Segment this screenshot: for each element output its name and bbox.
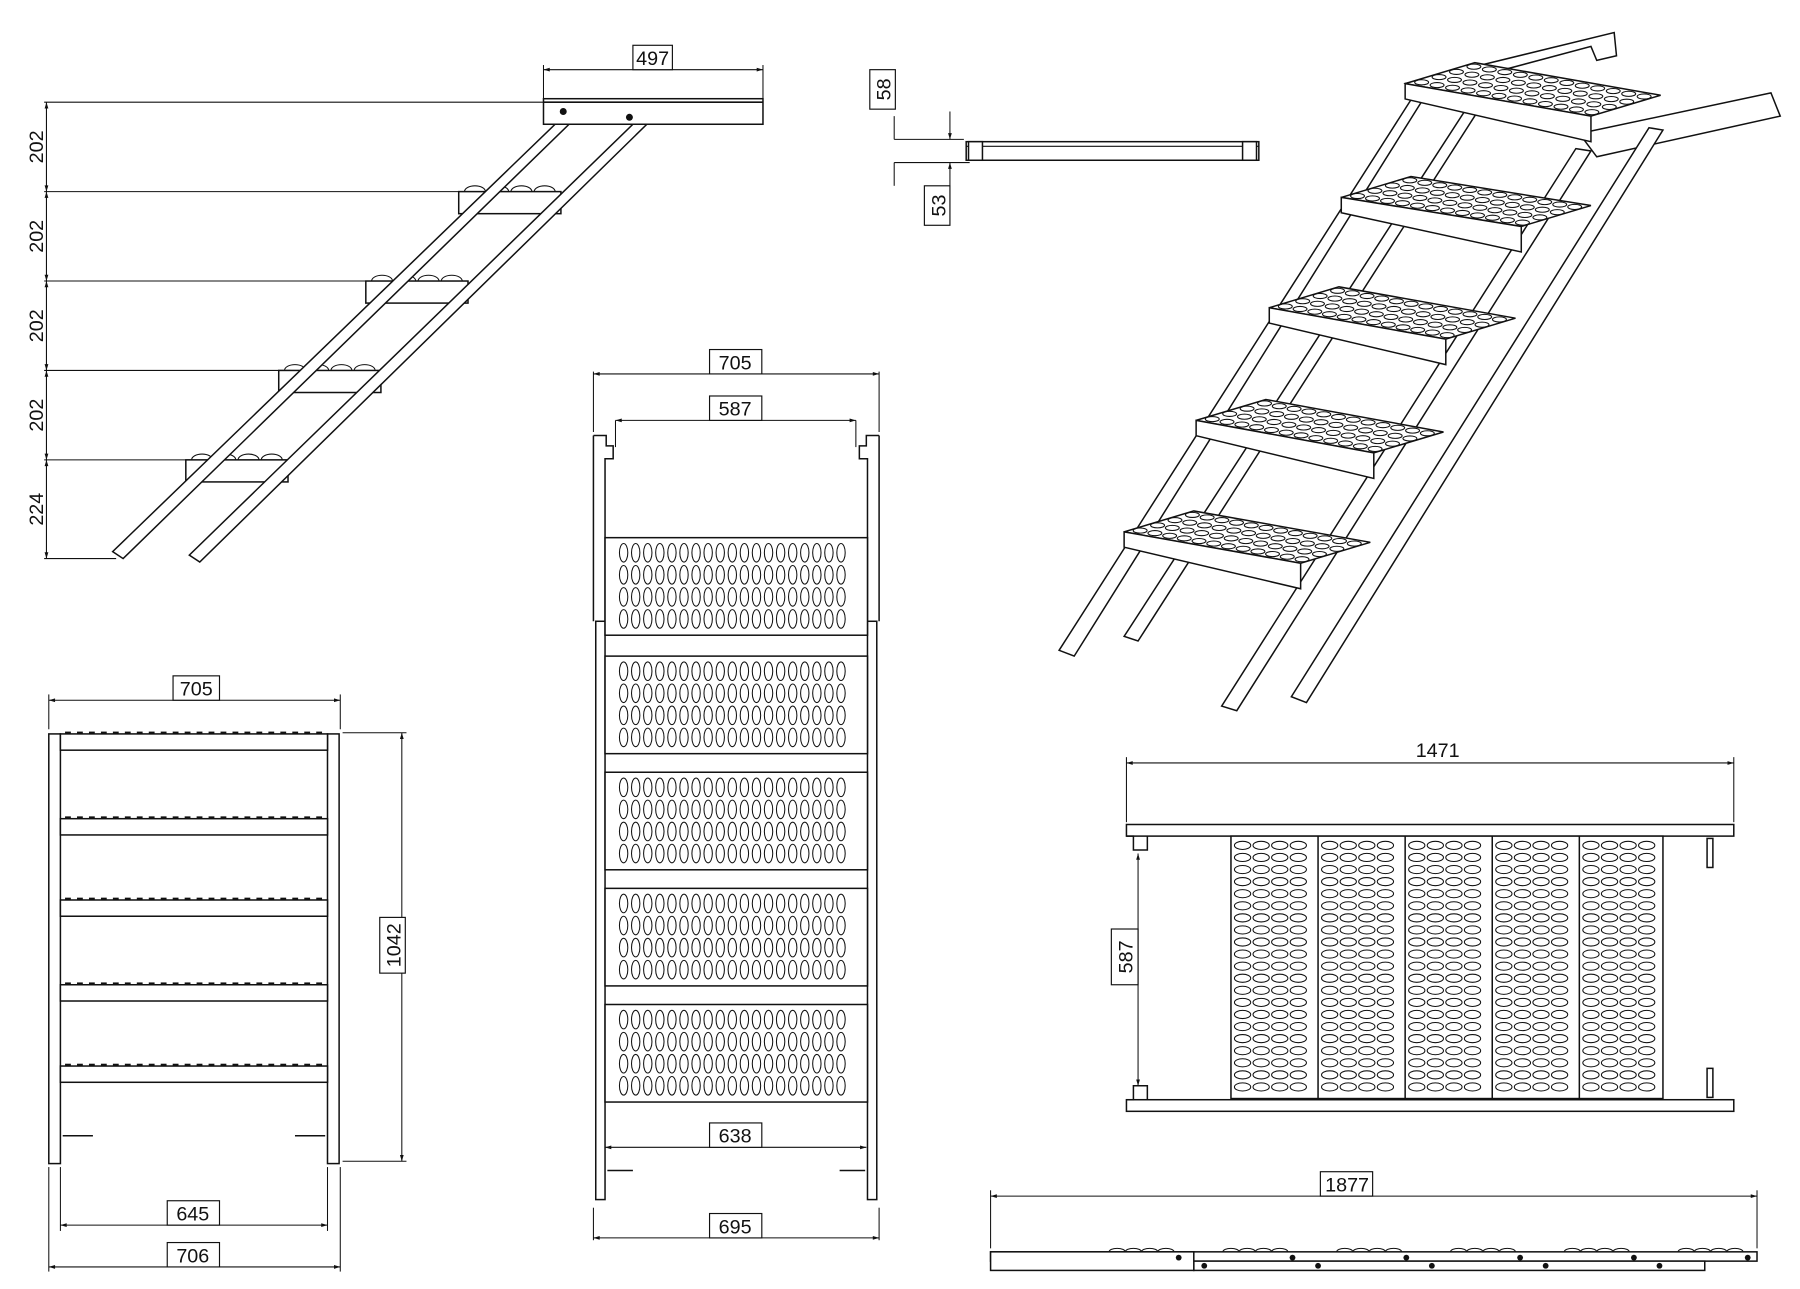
front-view-left: 705 1042 645 706	[48, 675, 407, 1272]
tread-section-view: 58 53	[869, 69, 1260, 226]
dim-top-width: 497	[636, 48, 669, 70]
dim-left-top-width: 705	[180, 679, 213, 701]
dim-height: 1042	[384, 923, 406, 967]
dim-rise: 202	[26, 130, 48, 163]
dim-bottom-inner: 638	[719, 1126, 752, 1148]
dim-rise: 202	[26, 309, 48, 342]
dim-inner-width: 587	[719, 399, 752, 421]
dim-outer-width: 705	[719, 352, 752, 374]
dim-top-length: 1471	[1416, 740, 1460, 762]
dim-rise: 202	[26, 399, 48, 432]
top-view: 1471 587	[1110, 740, 1735, 1113]
isometric-view	[1057, 31, 1782, 712]
dim-tread-upper: 58	[874, 78, 896, 100]
dim-left-inner-bottom: 645	[176, 1203, 209, 1225]
dim-top-width: 587	[1115, 940, 1137, 973]
dim-left-outer-bottom: 706	[176, 1245, 209, 1267]
dim-rise: 224	[26, 493, 48, 526]
dim-rise: 202	[26, 220, 48, 253]
dim-tread-lower: 53	[928, 195, 950, 217]
front-view-center: 705 587 638 695	[592, 348, 880, 1241]
dim-overall-length: 1877	[1325, 1174, 1369, 1196]
bottom-side-view: 1877	[989, 1171, 1758, 1272]
side-view: 497 202 202 202 202 224	[26, 44, 764, 564]
dim-bottom-outer: 695	[719, 1216, 752, 1238]
